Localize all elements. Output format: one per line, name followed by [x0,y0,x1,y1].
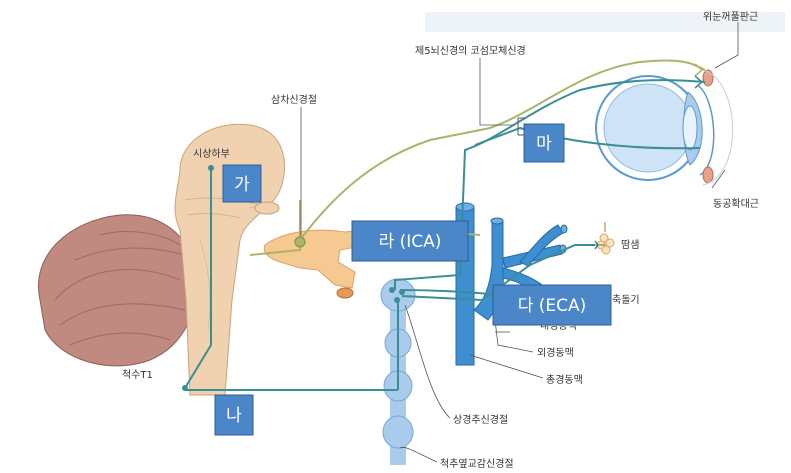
label-external-carotid: 외경동맥 [537,346,574,359]
background-header-band [425,12,785,32]
label-sweat-gland: 땀샘 [621,239,639,251]
nerve-end-arrow [694,75,704,89]
box-ma-text: 마 [536,134,552,154]
carotid-arteries [455,202,591,366]
box-ra-text: 라 (ICA) [379,232,442,252]
label-superior-cervical-ganglion: 상경추신경절 [453,413,508,426]
sweat-gland-icon [596,222,615,255]
box-da-text: 다 (ECA) [518,296,587,316]
cerebellum [38,214,197,367]
eyeball [595,69,734,186]
box-ga-text: 가 [234,175,250,195]
box-ra: 라 (ICA) [351,220,469,262]
label-dilator-pupillae: 동공확대근 [713,198,759,210]
label-common-carotid: 총경동맥 [546,373,583,386]
trigeminal-ganglion-shape [263,229,363,299]
leader-lines [300,22,739,463]
box-ma: 마 [523,123,565,163]
label-trigeminal-ganglion: 삼차신경절 [271,93,317,106]
label-sympathetic-chain: 척추옆교감신경절 [440,457,514,470]
box-na-text: 나 [226,406,242,426]
box-na: 나 [214,394,254,436]
nerve-pathways [182,59,706,391]
box-ga: 가 [222,164,262,203]
label-spinal-t1: 척수T1 [122,369,153,381]
label-erector: 축돌기 [612,294,640,306]
nerve-end-arrow [694,63,704,77]
label-ophthalmic-nerve: 제5뇌신경의 코섬모체신경 [415,44,526,57]
box-da: 다 (ECA) [492,284,612,326]
label-hypothalamus: 시상하부 [193,147,230,160]
label-tarsal-muscle: 위눈꺼풀판근 [703,10,758,23]
